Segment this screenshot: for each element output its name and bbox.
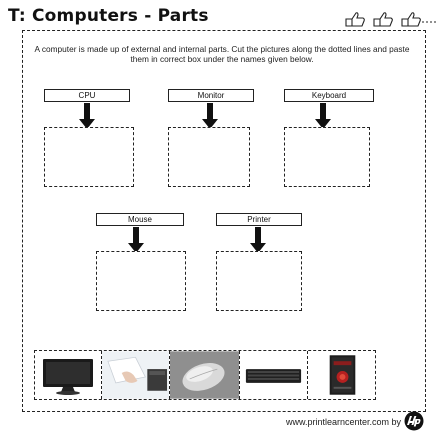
cutout-monitor[interactable] (35, 351, 101, 399)
mouse-picture-icon (170, 351, 239, 399)
drop-box-monitor[interactable] (168, 127, 250, 187)
monitor-picture-icon (43, 359, 93, 395)
drop-box-printer[interactable] (216, 251, 302, 311)
cutout-printer[interactable] (101, 351, 169, 399)
arrow-down-icon (315, 103, 331, 129)
hp-logo-icon (404, 411, 424, 431)
cutout-cpu[interactable] (307, 351, 377, 399)
label-monitor: Monitor (168, 89, 254, 102)
cutout-keyboard[interactable] (239, 351, 307, 399)
drop-box-keyboard[interactable] (284, 127, 370, 187)
arrow-down-icon (128, 227, 144, 253)
thumbs-up-rating-icons (345, 12, 436, 27)
label-mouse: Mouse (96, 213, 184, 226)
instructions-text: A computer is made up of external and in… (34, 44, 410, 64)
label-printer: Printer (216, 213, 302, 226)
cutout-mouse[interactable] (169, 351, 239, 399)
arrow-down-icon (202, 103, 218, 129)
arrow-down-icon (79, 103, 95, 129)
label-cpu: CPU (44, 89, 130, 102)
drop-box-mouse[interactable] (96, 251, 186, 311)
cutout-picture-strip (34, 350, 376, 400)
drop-box-cpu[interactable] (44, 127, 134, 187)
cpu-tower-picture-icon (329, 355, 356, 395)
arrow-down-icon (250, 227, 266, 253)
label-keyboard: Keyboard (284, 89, 374, 102)
page-title: T: Computers - Parts (8, 6, 209, 26)
footer-website: www.printlearncenter.com by (286, 417, 402, 427)
worksheet-frame (22, 30, 426, 412)
printer-picture-icon (102, 351, 169, 399)
keyboard-picture-icon (245, 369, 302, 383)
